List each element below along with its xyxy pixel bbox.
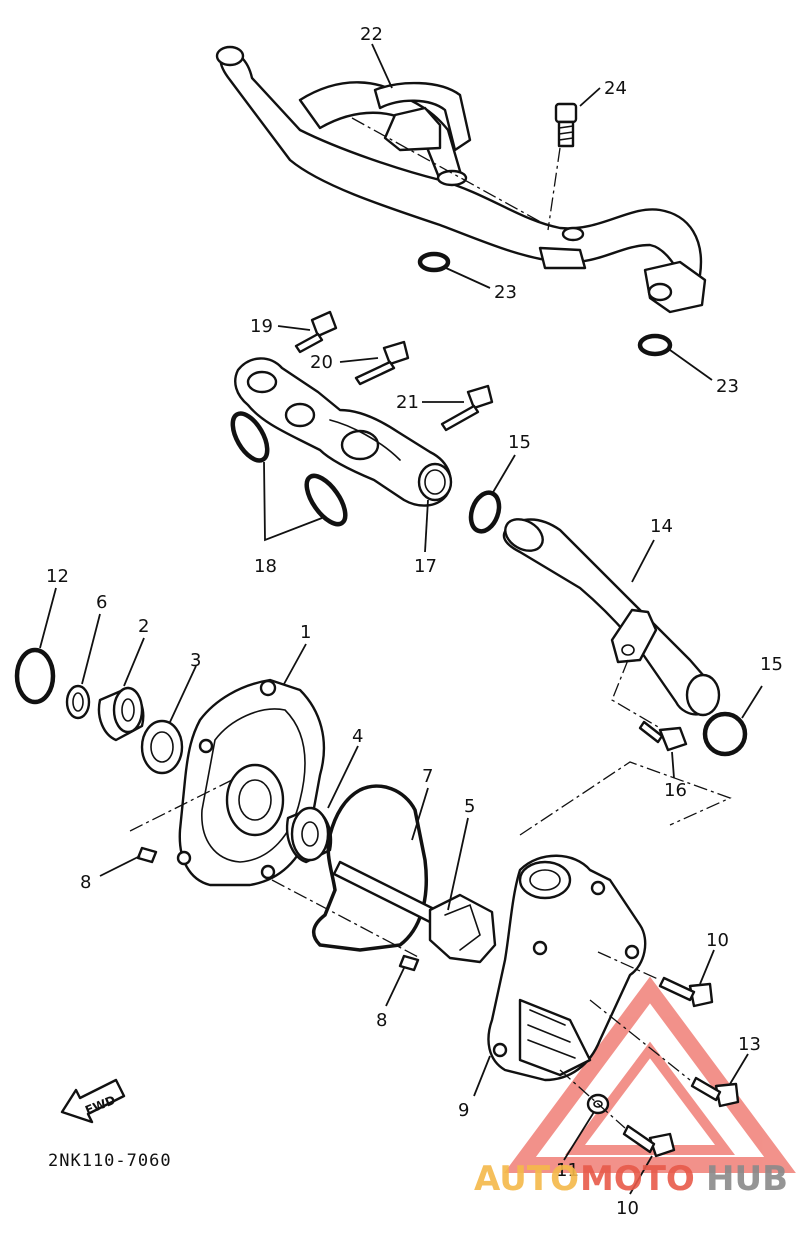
pin-8a-guide-line	[127, 779, 233, 833]
o-ring-23a	[417, 251, 451, 273]
callout-2: 2	[138, 616, 149, 637]
callout-14: 14	[650, 516, 673, 537]
callout-10a: 10	[706, 930, 729, 951]
bolt-16	[638, 720, 688, 752]
callout-6: 6	[96, 592, 107, 613]
callout-9: 9	[458, 1100, 469, 1121]
bolt-10a	[658, 976, 714, 1008]
callout-1: 1	[300, 622, 311, 643]
watermark-triangle-outer	[504, 976, 796, 1173]
watermark-moto: MOTO	[580, 1159, 695, 1199]
callout-15a: 15	[508, 432, 531, 453]
bolt-24	[554, 102, 578, 148]
bolt-24-guide-line	[547, 147, 561, 231]
callout-4: 4	[352, 726, 363, 747]
bolt-21	[440, 384, 494, 432]
callout-8b: 8	[376, 1010, 387, 1031]
pump-cover-9	[487, 854, 647, 1082]
callout-10b: 10	[616, 1198, 639, 1219]
callout-17: 17	[414, 556, 437, 577]
bolt-10a-guide-line	[597, 951, 661, 981]
housing-guide-line	[519, 761, 732, 836]
callout-23b: 23	[716, 376, 739, 397]
o-ring-23b	[637, 333, 673, 357]
pipe-22-guide-line	[351, 117, 549, 227]
callout-21: 21	[396, 392, 419, 413]
seal-4	[285, 806, 333, 864]
callout-19: 19	[250, 316, 273, 337]
o-ring-18b	[304, 473, 348, 527]
bolt-10b-guide-line	[559, 1069, 626, 1129]
callout-22: 22	[360, 24, 383, 45]
pin-8b-guide-line	[271, 879, 421, 959]
bearing-2	[97, 686, 145, 742]
bolt-20	[354, 340, 410, 386]
callout-8a: 8	[80, 872, 91, 893]
bolt-16-guide-line	[611, 659, 661, 729]
watermark-auto: AUTO	[474, 1159, 579, 1199]
callout-11: 11	[556, 1160, 579, 1181]
callout-20: 20	[310, 352, 333, 373]
water-pipe-14	[502, 518, 721, 717]
o-ring-15a	[468, 490, 502, 534]
oil-seal-3	[140, 719, 184, 775]
leader-lines	[39, 43, 763, 1195]
callout-24: 24	[604, 78, 627, 99]
callout-23a: 23	[494, 282, 517, 303]
circlip-12	[14, 647, 56, 705]
bolt-10b	[622, 1124, 676, 1158]
dowel-pin-8b	[398, 954, 420, 972]
circlip-6	[65, 684, 91, 720]
callout-12: 12	[46, 566, 69, 587]
watermark-text: AUTO MOTO HUB	[474, 1159, 788, 1199]
diagram-code: 2NK110-7060	[48, 1151, 172, 1171]
bolt-19	[294, 310, 338, 354]
callout-7: 7	[422, 766, 433, 787]
gasket-7	[312, 784, 428, 952]
callout-16: 16	[664, 780, 687, 801]
bolt-13-guide-line	[589, 999, 691, 1081]
o-ring-15b	[702, 711, 748, 757]
callout-18: 18	[254, 556, 277, 577]
manifold-17	[234, 357, 453, 507]
callout-15b: 15	[760, 654, 783, 675]
callout-13: 13	[738, 1034, 761, 1055]
callout-3: 3	[190, 650, 201, 671]
bolt-13	[690, 1076, 740, 1108]
callout-5: 5	[464, 796, 475, 817]
callout-labels: 22 24 23 23 19 20 21 15 17 18 14 12 6 2 …	[46, 24, 783, 1219]
watermark-hub: HUB	[706, 1159, 788, 1199]
fwd-arrow: FWD	[60, 1078, 126, 1124]
o-ring-18a	[230, 411, 270, 463]
dowel-pin-8a	[136, 846, 158, 864]
impeller-shaft-5	[332, 860, 497, 964]
coolant-pipe-22	[215, 45, 707, 314]
